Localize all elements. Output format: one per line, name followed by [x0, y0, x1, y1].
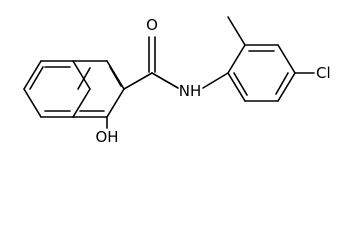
double-bond-inner	[275, 72, 289, 95]
hydroxyl-label: OH	[95, 128, 118, 146]
bond	[277, 72, 296, 102]
bond	[72, 88, 91, 118]
chemical-structure: O NH Cl OH	[23, 16, 331, 146]
amide-group	[123, 36, 229, 90]
carbonyl-oxygen-label: O	[146, 16, 158, 34]
naphthalene-right-ring	[72, 60, 125, 118]
double-bond-inner	[233, 72, 248, 96]
bond	[72, 60, 91, 90]
bond	[227, 72, 246, 102]
naphthalene-left-ring	[23, 60, 91, 118]
double-bond-inner	[29, 66, 44, 90]
bond	[151, 72, 179, 89]
chlorine-label: Cl	[316, 64, 331, 82]
bond	[277, 44, 296, 74]
aryl-ring	[227, 44, 296, 102]
methyl-bond	[227, 16, 246, 46]
bond	[106, 88, 125, 118]
amide-nh-label: NH	[179, 82, 202, 100]
double-bond-inner	[109, 66, 122, 87]
double-bond-inner	[77, 67, 91, 90]
bond	[227, 44, 246, 74]
bond	[123, 72, 153, 90]
bond	[23, 60, 42, 90]
bond	[202, 72, 229, 89]
bond	[23, 88, 42, 118]
